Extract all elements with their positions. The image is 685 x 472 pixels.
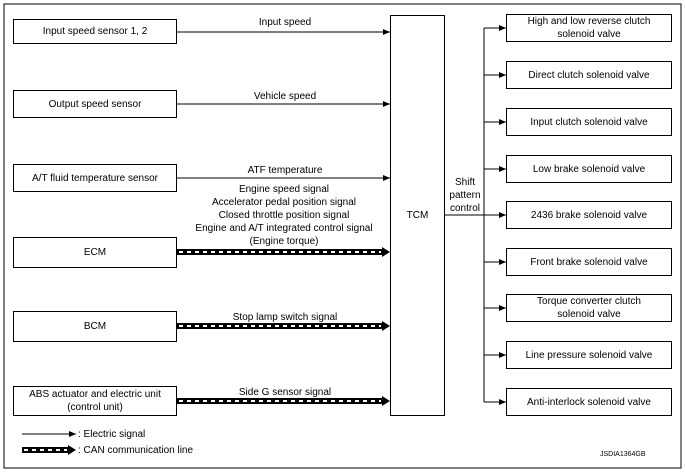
can-line-stop-lamp — [177, 321, 390, 331]
output-box-front-brake: Front brake solenoid valve — [506, 248, 672, 276]
legend-electric-label: : Electric signal — [78, 429, 146, 440]
input-box-ecm: ECM — [13, 237, 177, 268]
output-box-torque-converter-clutch: Torque converter clutch solenoid valve — [506, 294, 672, 322]
tcm-box: TCM — [390, 15, 445, 416]
can-line-ecm — [177, 247, 390, 257]
signal-label-vehicle-speed: Vehicle speed — [253, 91, 317, 102]
output-box-direct-clutch: Direct clutch solenoid valve — [506, 61, 672, 89]
output-box-2436-brake: 2436 brake solenoid valve — [506, 201, 672, 229]
frame — [3, 3, 682, 469]
signal-label-stop-lamp: Stop lamp switch signal — [232, 312, 338, 323]
output-box-input-clutch: Input clutch solenoid valve — [506, 108, 672, 136]
legend-can-label: : CAN communication line — [78, 445, 194, 456]
output-box-high-low-reverse-clutch: High and low reverse clutch solenoid val… — [506, 14, 672, 42]
can-line-side-g — [177, 396, 390, 406]
signal-label-atf-temperature: ATF temperature — [247, 165, 323, 176]
input-box-input-speed-sensor: Input speed sensor 1, 2 — [13, 19, 177, 44]
signal-label-ecm: Engine speed signal Accelerator pedal po… — [195, 184, 373, 247]
figure-id: JSDIA1364GB — [600, 451, 646, 458]
output-box-low-brake: Low brake solenoid valve — [506, 155, 672, 183]
shift-pattern-control-label: Shift pattern control — [449, 177, 481, 214]
signal-label-input-speed: Input speed — [258, 17, 312, 28]
input-box-abs-actuator: ABS actuator and electric unit (control … — [13, 386, 177, 416]
input-box-at-fluid-temp-sensor: A/T fluid temperature sensor — [13, 164, 177, 192]
output-box-anti-interlock: Anti-interlock solenoid valve — [506, 388, 672, 416]
legend-can-line — [22, 445, 76, 455]
output-box-line-pressure: Line pressure solenoid valve — [506, 341, 672, 369]
input-box-output-speed-sensor: Output speed sensor — [13, 90, 177, 118]
input-box-bcm: BCM — [13, 311, 177, 342]
signal-label-side-g: Side G sensor signal — [238, 387, 332, 398]
